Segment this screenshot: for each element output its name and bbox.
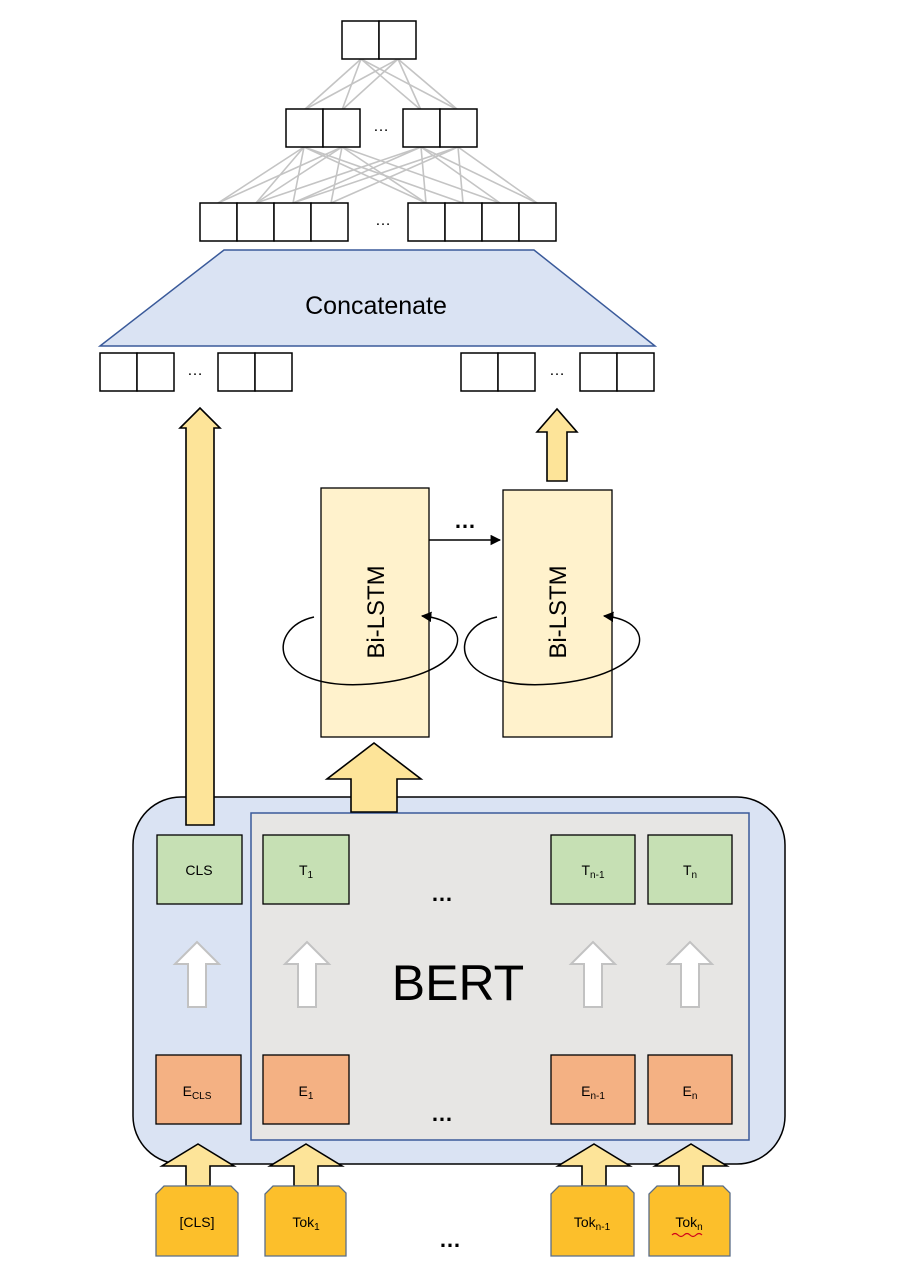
dense-connections bbox=[217, 58, 538, 204]
ghost-up-arrow bbox=[172, 940, 222, 1008]
concatenate-label: Concatenate bbox=[305, 292, 447, 320]
ghost-up-arrow bbox=[282, 940, 332, 1008]
svg-text:Tn-1: Tn-1 bbox=[581, 862, 604, 881]
embedding-ellipsis: … bbox=[431, 1101, 453, 1126]
bilstm-label: Bi-LSTM bbox=[363, 565, 390, 658]
bilstm-cell-1: Bi-LSTM bbox=[282, 487, 459, 738]
ellipsis-text: … bbox=[187, 362, 203, 379]
svg-text:T1: T1 bbox=[299, 862, 314, 881]
dense-layer-bottom: … bbox=[199, 202, 557, 242]
concatenate-block: Concatenate bbox=[97, 249, 658, 347]
output-node-tn-1: Tn-1 bbox=[550, 834, 636, 905]
ellipsis-text: … bbox=[549, 362, 565, 379]
cls-up-arrow bbox=[178, 406, 222, 826]
spellcheck-underline bbox=[671, 1232, 703, 1238]
output-node-tn: Tn bbox=[647, 834, 733, 905]
bert-to-lstm-arrow bbox=[324, 741, 424, 813]
svg-text:Tokn-1: Tokn-1 bbox=[574, 1214, 611, 1233]
input-token-cls: [CLS] bbox=[155, 1185, 239, 1257]
lstm-chain-ellipsis: … bbox=[454, 508, 476, 533]
bilstm-cell-2: Bi-LSTM bbox=[463, 489, 641, 738]
input-token-tokn: Tokn bbox=[648, 1185, 731, 1257]
svg-text:E1: E1 bbox=[299, 1083, 314, 1102]
svg-text:En-1: En-1 bbox=[581, 1083, 605, 1102]
svg-text:[CLS]: [CLS] bbox=[179, 1214, 214, 1230]
bilstm-label: Bi-LSTM bbox=[545, 565, 572, 658]
embedding-node-en-1: En-1 bbox=[550, 1054, 636, 1125]
output-ellipsis: … bbox=[431, 881, 453, 906]
embedding-node-en: En bbox=[647, 1054, 733, 1125]
lstm-vector: … bbox=[460, 352, 655, 392]
output-node-t1: T1 bbox=[262, 834, 350, 905]
cls-vector: … bbox=[99, 352, 293, 392]
token-ellipsis: … bbox=[439, 1227, 461, 1252]
input-token-tokn-1: Tokn-1 bbox=[550, 1185, 635, 1257]
embedding-node-e1: E1 bbox=[262, 1054, 350, 1125]
ghost-up-arrow bbox=[665, 940, 715, 1008]
recurrent-loop bbox=[463, 611, 641, 686]
embedding-node-ecls: ECLS bbox=[155, 1054, 242, 1125]
input-arrow bbox=[555, 1143, 633, 1187]
input-arrow bbox=[267, 1143, 345, 1187]
bert-label: BERT bbox=[392, 955, 524, 1011]
ellipsis-text: … bbox=[373, 118, 389, 135]
output-node-cls: CLS bbox=[156, 834, 243, 905]
dense-layer-middle: … bbox=[285, 108, 478, 148]
ellipsis-text: … bbox=[375, 212, 391, 229]
lstm-output-arrow bbox=[535, 407, 579, 482]
input-arrow bbox=[652, 1143, 730, 1187]
svg-text:Tok1: Tok1 bbox=[292, 1214, 320, 1233]
input-arrow bbox=[159, 1143, 237, 1187]
svg-text:Tn: Tn bbox=[683, 862, 697, 881]
svg-text:ECLS: ECLS bbox=[183, 1083, 212, 1102]
svg-text:Tokn: Tokn bbox=[675, 1214, 702, 1233]
recurrent-loop bbox=[282, 611, 459, 686]
svg-text:En: En bbox=[683, 1083, 698, 1102]
input-token-tok1: Tok1 bbox=[264, 1185, 347, 1257]
ghost-up-arrow bbox=[568, 940, 618, 1008]
svg-text:CLS: CLS bbox=[185, 862, 212, 878]
dense-layer-top bbox=[341, 20, 417, 60]
